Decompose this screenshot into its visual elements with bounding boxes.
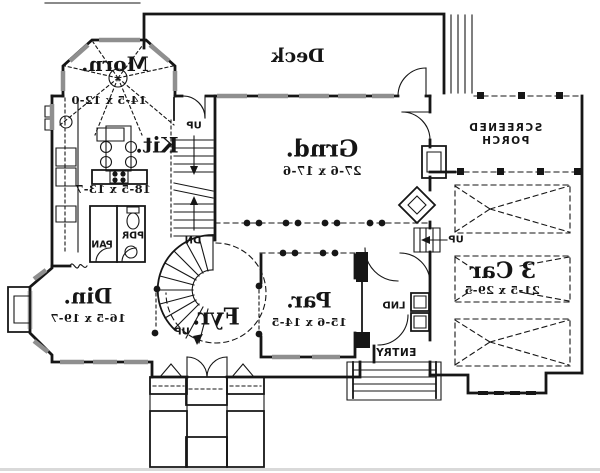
parking-bay-3	[455, 319, 570, 366]
hall-door-arc	[400, 253, 430, 283]
dining-fireplace	[8, 287, 30, 332]
morning-room-outline	[60, 40, 175, 141]
washer-dryer	[411, 293, 429, 331]
garage-outline	[430, 185, 582, 395]
deck-outline	[144, 14, 472, 93]
entry-steps	[347, 362, 441, 400]
cooktop	[110, 170, 128, 183]
chandelier	[109, 69, 127, 87]
grand-deck-door	[398, 68, 426, 96]
right-house-wall	[399, 96, 447, 375]
wall-break-symbol	[70, 264, 87, 268]
deck-door	[183, 96, 205, 118]
kitchen-fixtures	[56, 98, 147, 252]
left-wall-dining-bay	[8, 96, 152, 377]
deck-steps	[451, 15, 472, 93]
corner-fireplace	[399, 187, 435, 223]
parking-bay-1	[455, 185, 570, 233]
island-bar	[106, 126, 131, 171]
laundry-entry	[347, 248, 441, 400]
toilet	[127, 213, 139, 229]
landing-overhang	[166, 243, 266, 343]
morning-table	[97, 128, 124, 141]
oven	[56, 148, 76, 166]
front-double-door	[187, 357, 227, 377]
kitchen-island	[92, 170, 147, 184]
grand-room	[215, 219, 430, 227]
laundry-door-bottom	[378, 315, 408, 345]
garage-entry-steps	[414, 228, 447, 252]
laundry-door-top	[365, 248, 398, 281]
front-entry-porch	[150, 357, 360, 467]
oven-lower	[56, 168, 76, 186]
screened-porch-outline	[430, 92, 582, 373]
porch-door	[402, 112, 430, 140]
foyer-spiral-staircase	[151, 235, 266, 345]
parking-bay-2	[455, 256, 570, 302]
scan-artifact-band	[0, 468, 600, 471]
powder-sink	[125, 246, 137, 258]
rear-wall	[52, 68, 430, 118]
main-staircase	[171, 96, 215, 240]
parlor-outline	[255, 249, 355, 357]
kitchen-sink	[60, 116, 72, 128]
powder-pantry	[90, 206, 145, 262]
refrigerator	[56, 206, 76, 222]
